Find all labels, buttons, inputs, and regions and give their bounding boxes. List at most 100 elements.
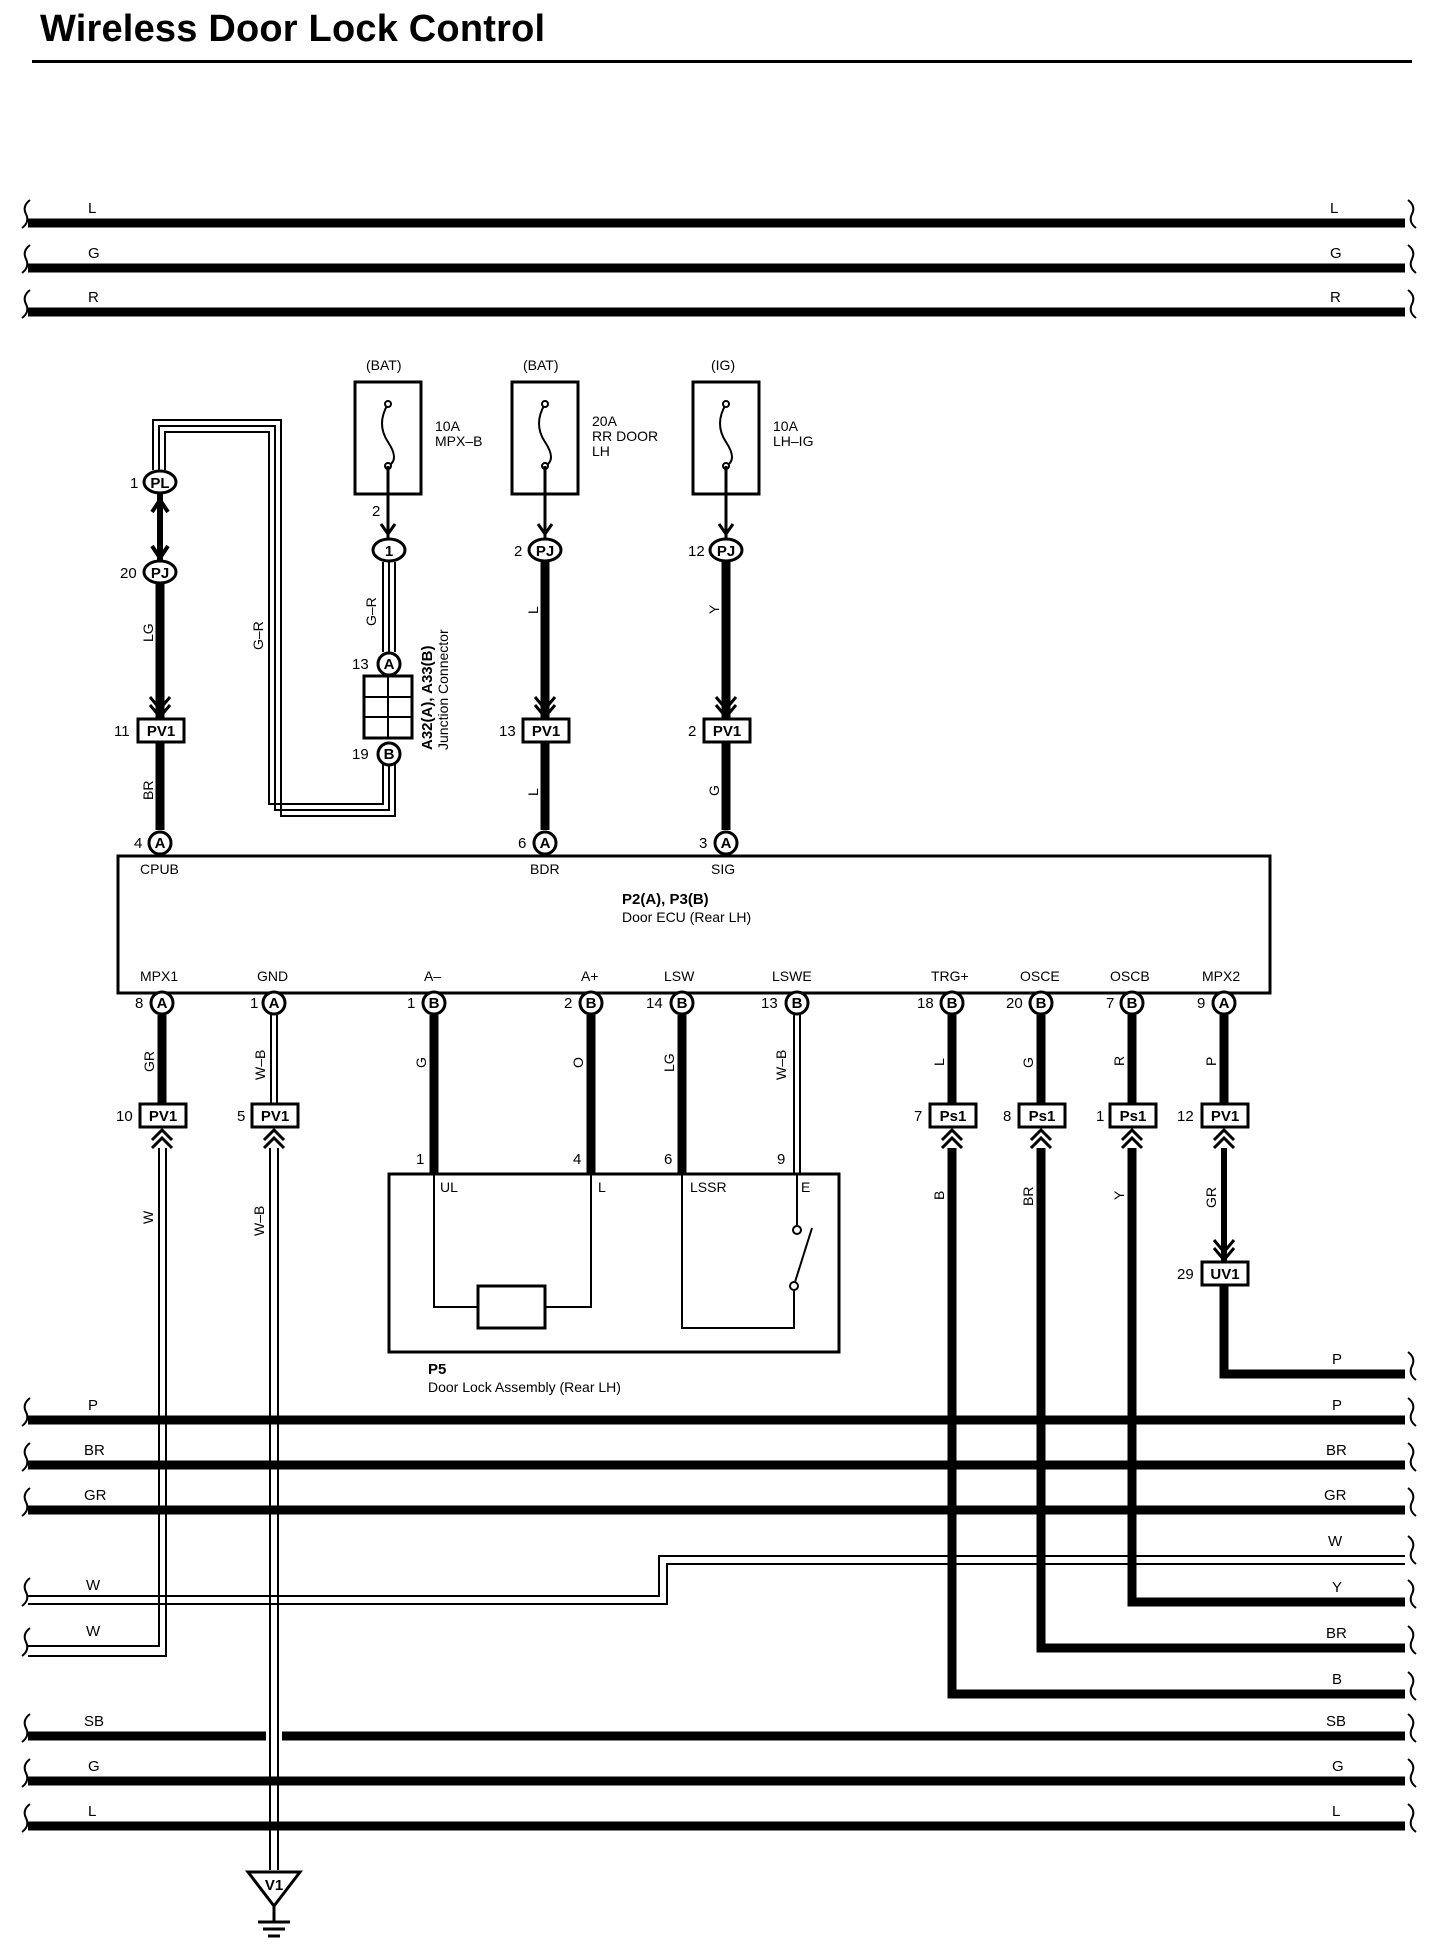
right-bus-w-label: W	[1328, 1533, 1343, 1550]
fuse-lh-ig: (IG) 10A LH–IG	[691, 357, 813, 496]
top-bus-g: G G	[21, 244, 1417, 274]
connector-pj-sig-code: PJ	[717, 543, 735, 560]
pv1-mpx2-code: PV1	[1211, 1108, 1239, 1125]
ecu-bottom-terminal-trg-name: TRG+	[931, 968, 969, 984]
right-bus-y-label: Y	[1332, 1579, 1342, 1596]
ps1-osce-box	[1017, 1102, 1067, 1129]
ecu-top-terminal-sig-letter: A	[721, 835, 732, 852]
top-bus-l-label-left: L	[88, 200, 96, 217]
bottom-bus-g-break	[21, 1758, 31, 1788]
right-bus-br-label: BR	[1326, 1442, 1347, 1459]
right-bus-p-label: P	[1332, 1397, 1342, 1414]
ecu-bottom-terminal-a-minus-name: A–	[424, 968, 441, 984]
right-bus-sb-break	[1407, 1713, 1417, 1743]
ecu-bottom-terminal-lsw-letter: B	[677, 995, 688, 1012]
fuse-lh-ig-source: (IG)	[711, 357, 735, 373]
ecu-bottom-terminal-gnd-circle	[261, 990, 287, 1016]
junction-terminal-a: A 13	[352, 651, 402, 677]
wire-label-trg-l: L	[931, 1058, 947, 1066]
ps1-oscb-arrow-a	[1120, 1127, 1144, 1142]
right-bus-gr-label: GR	[1324, 1487, 1347, 1504]
fuse-rr-door-node-top	[541, 400, 549, 408]
ps1-osce-code: Ps1	[1029, 1108, 1056, 1125]
ecu-top-terminal-cpub-letter: A	[155, 835, 166, 852]
arrow-l-1	[533, 696, 557, 712]
right-bus-b-label: B	[1332, 1671, 1342, 1688]
bottom-bus-l-break	[21, 1803, 31, 1833]
fuse-rr-door-lh: (BAT) 20A RR DOOR LH	[510, 357, 658, 496]
pv1-bdr-pin: 13	[499, 723, 516, 740]
bottom-bus-p-break	[21, 1397, 31, 1427]
ps1-trg-arrow-b	[940, 1135, 964, 1150]
ecu-bottom-terminal-oscb-letter: B	[1127, 995, 1138, 1012]
crossing-gap-sb	[266, 1730, 282, 1742]
right-bus-br-break	[1407, 1442, 1417, 1472]
top-bus-r-label-right: R	[1330, 289, 1341, 306]
door-ecu-box	[116, 854, 1272, 995]
bottom-bus-sb-label: SB	[84, 1713, 104, 1730]
door-lock-pin-9: 9	[777, 1151, 785, 1168]
connector-pj-bdr-code: PJ	[536, 543, 554, 560]
pv1-cpub: PV1 11	[114, 717, 186, 744]
ecu-bottom-terminal-mpx1-pin: 8	[135, 995, 143, 1012]
door-lock-id: P5	[428, 1361, 446, 1378]
junction-terminal-b-code: B	[384, 746, 395, 763]
ps1-osce-arrow-a	[1029, 1127, 1053, 1142]
pv1-gnd-pin: 5	[237, 1108, 245, 1125]
pv1-gnd-arrow-a	[262, 1127, 286, 1142]
ecu-bottom-terminal-lsw-circle	[669, 990, 695, 1016]
ps1-osce-pin: 8	[1003, 1108, 1011, 1125]
top-bus-l: L L	[21, 199, 1417, 229]
pv1-gnd-box	[250, 1102, 300, 1129]
door-lock-terminal-ul: UL	[440, 1179, 458, 1195]
fuse-mpx-b-element	[381, 403, 395, 467]
ecu-top-terminal-cpub-circle	[147, 830, 173, 856]
ps1-osce: Ps1 8	[1003, 1102, 1067, 1150]
pv1-cpub-pin: 11	[114, 723, 130, 740]
uv1-connector: UV1 29	[1177, 1260, 1250, 1287]
wire-w-mpx1-a	[28, 1148, 160, 1647]
connector-pl-code: PL	[150, 475, 169, 492]
ecu-top-terminal-bdr-letter: A	[540, 835, 551, 852]
junction-name: Junction Connector	[435, 629, 451, 750]
ecu-bottom-terminal-mpx2: MPX2 A 9	[1197, 968, 1240, 1016]
ecu-bottom-terminal-a-minus-pin: 1	[407, 995, 415, 1012]
ecu-bottom-terminal-trg-letter: B	[947, 995, 958, 1012]
ps1-trg-pin: 7	[914, 1108, 922, 1125]
arrow-y-2	[714, 704, 738, 720]
bottom-bus-w1-wire-a	[28, 1555, 1405, 1597]
ecu-bottom-terminal-a-minus-circle	[421, 990, 447, 1016]
right-bus-sb-label: SB	[1326, 1713, 1346, 1730]
arrow-l-2	[533, 704, 557, 720]
ecu-bottom-terminal-a-plus-name: A+	[581, 968, 599, 984]
connector-pl: PL 1	[130, 469, 178, 495]
wire-label-wb-ground: W–B	[251, 1206, 267, 1236]
connector-pj-bdr: PJ 2	[514, 537, 563, 563]
top-bus-l-label-right: L	[1330, 200, 1338, 217]
ecu-bottom-terminal-a-plus-letter: B	[586, 995, 597, 1012]
wire-label-l-lower: L	[525, 788, 541, 796]
door-lock-switch-node-top	[792, 1225, 802, 1235]
bottom-bus-w2-break	[21, 1627, 31, 1657]
wire-label-l-upper: L	[525, 606, 541, 614]
ps1-oscb-code: Ps1	[1120, 1108, 1147, 1125]
pv1-sig: PV1 2	[688, 717, 752, 744]
door-lock-switch-circuit	[681, 1174, 795, 1329]
ecu-bottom-terminal-gnd: GND A 1	[250, 968, 288, 1016]
ecu-bottom-terminal-a-plus-pin: 2	[564, 995, 572, 1012]
wire-label-mpx1-gr: GR	[141, 1051, 157, 1072]
top-bus-g-label-left: G	[88, 245, 100, 262]
wire-label-br-osce: BR	[1020, 1187, 1036, 1206]
pv1-mpx1-arrow-b	[150, 1135, 174, 1150]
ps1-trg: Ps1 7	[914, 1102, 978, 1150]
pv1-mpx2-box	[1200, 1102, 1250, 1129]
arrow-fuse2-out	[536, 523, 554, 537]
wire-label-lg: LG	[140, 623, 156, 642]
bottom-bus-br-label: BR	[84, 1442, 105, 1459]
top-bus-r-break-left	[21, 289, 31, 319]
connector-pj-lg-code: PJ	[151, 565, 169, 582]
ecu-top-terminal-cpub-name: CPUB	[140, 861, 179, 877]
pv1-cpub-box	[136, 717, 186, 744]
uv1-pin: 29	[1177, 1266, 1194, 1283]
ecu-bottom-terminal-oscb-circle	[1119, 990, 1145, 1016]
